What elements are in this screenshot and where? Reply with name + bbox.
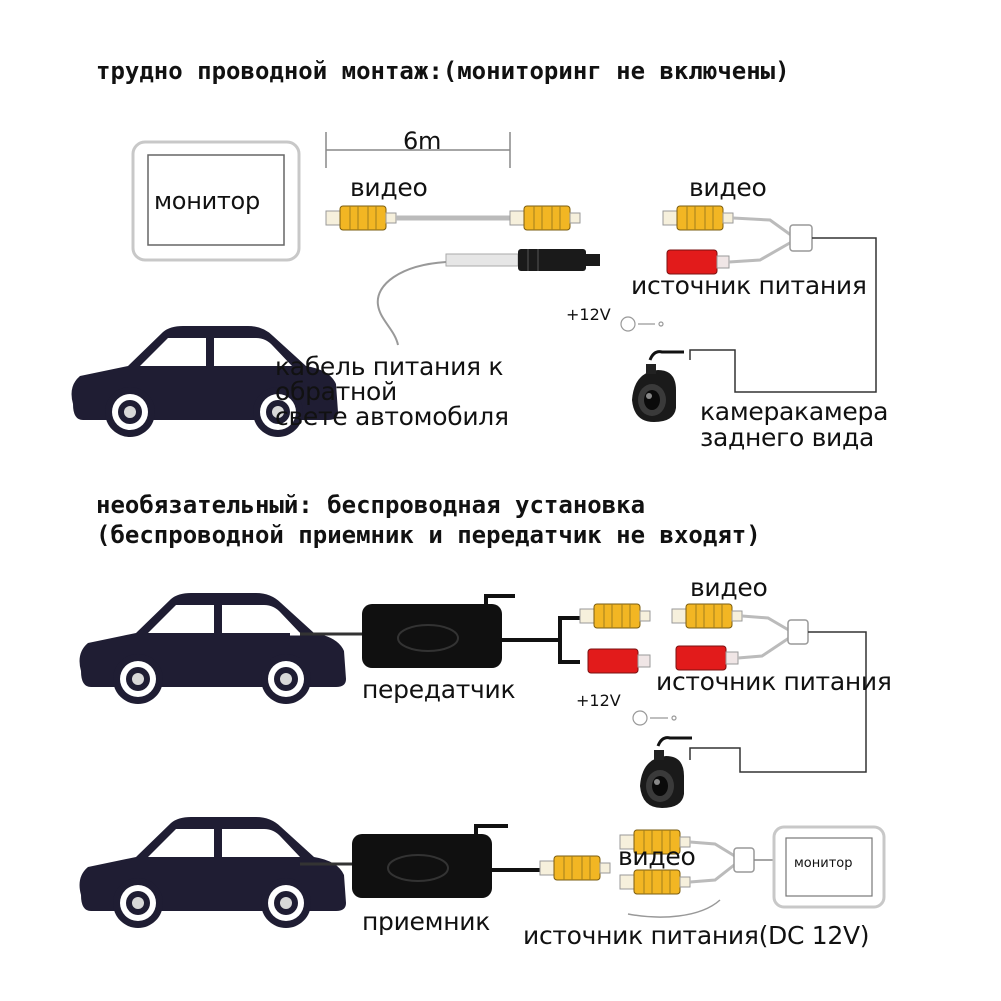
rear-camera	[638, 736, 694, 810]
rear-camera	[630, 350, 686, 424]
section2-title: необязательный: беспроводная установка	[96, 491, 646, 519]
reverse-cable-label: кабель питания к	[275, 352, 504, 381]
car-illustration	[79, 593, 346, 704]
car-illustration	[79, 817, 346, 928]
distance-dimension	[325, 132, 511, 168]
receiver-box	[351, 833, 493, 899]
transmitter-outputs	[500, 603, 651, 674]
distance-label: 6m	[403, 127, 442, 155]
power-label: источник питания	[631, 271, 867, 300]
camera-harness	[620, 205, 877, 393]
reverse-cable-label: свете автомобиля	[275, 402, 509, 431]
monitor-harness	[619, 829, 778, 918]
monitor-illustration	[131, 140, 301, 262]
transmitter-box	[361, 603, 503, 669]
monitor-label: монитор	[154, 187, 260, 215]
receiver-video-plug	[539, 855, 611, 881]
power-label: источник питания(DC 12V)	[523, 921, 870, 950]
voltage-label: +12V	[566, 305, 611, 324]
power-label: источник питания	[656, 667, 892, 696]
video-label: видео	[350, 173, 428, 202]
monitor-illustration	[772, 825, 886, 909]
voltage-label: +12V	[576, 691, 621, 710]
reverse-cable-label: обратной	[275, 377, 397, 406]
extension-cable	[325, 205, 600, 346]
camera-label: камеракамера	[700, 397, 889, 426]
video-label: видео	[690, 573, 768, 602]
receiver-label: приемник	[362, 907, 490, 936]
transmitter-label: передатчик	[362, 675, 516, 704]
camera-harness	[632, 603, 867, 773]
video-label: видео	[689, 173, 767, 202]
monitor-label: монитор	[794, 856, 853, 871]
section2-subtitle: (беспроводной приемник и передатчик не в…	[96, 521, 761, 549]
section1-title: трудно проводной монтаж:(мониторинг не в…	[96, 57, 790, 85]
camera-label: заднего вида	[700, 423, 874, 452]
video-label: видео	[618, 842, 696, 871]
